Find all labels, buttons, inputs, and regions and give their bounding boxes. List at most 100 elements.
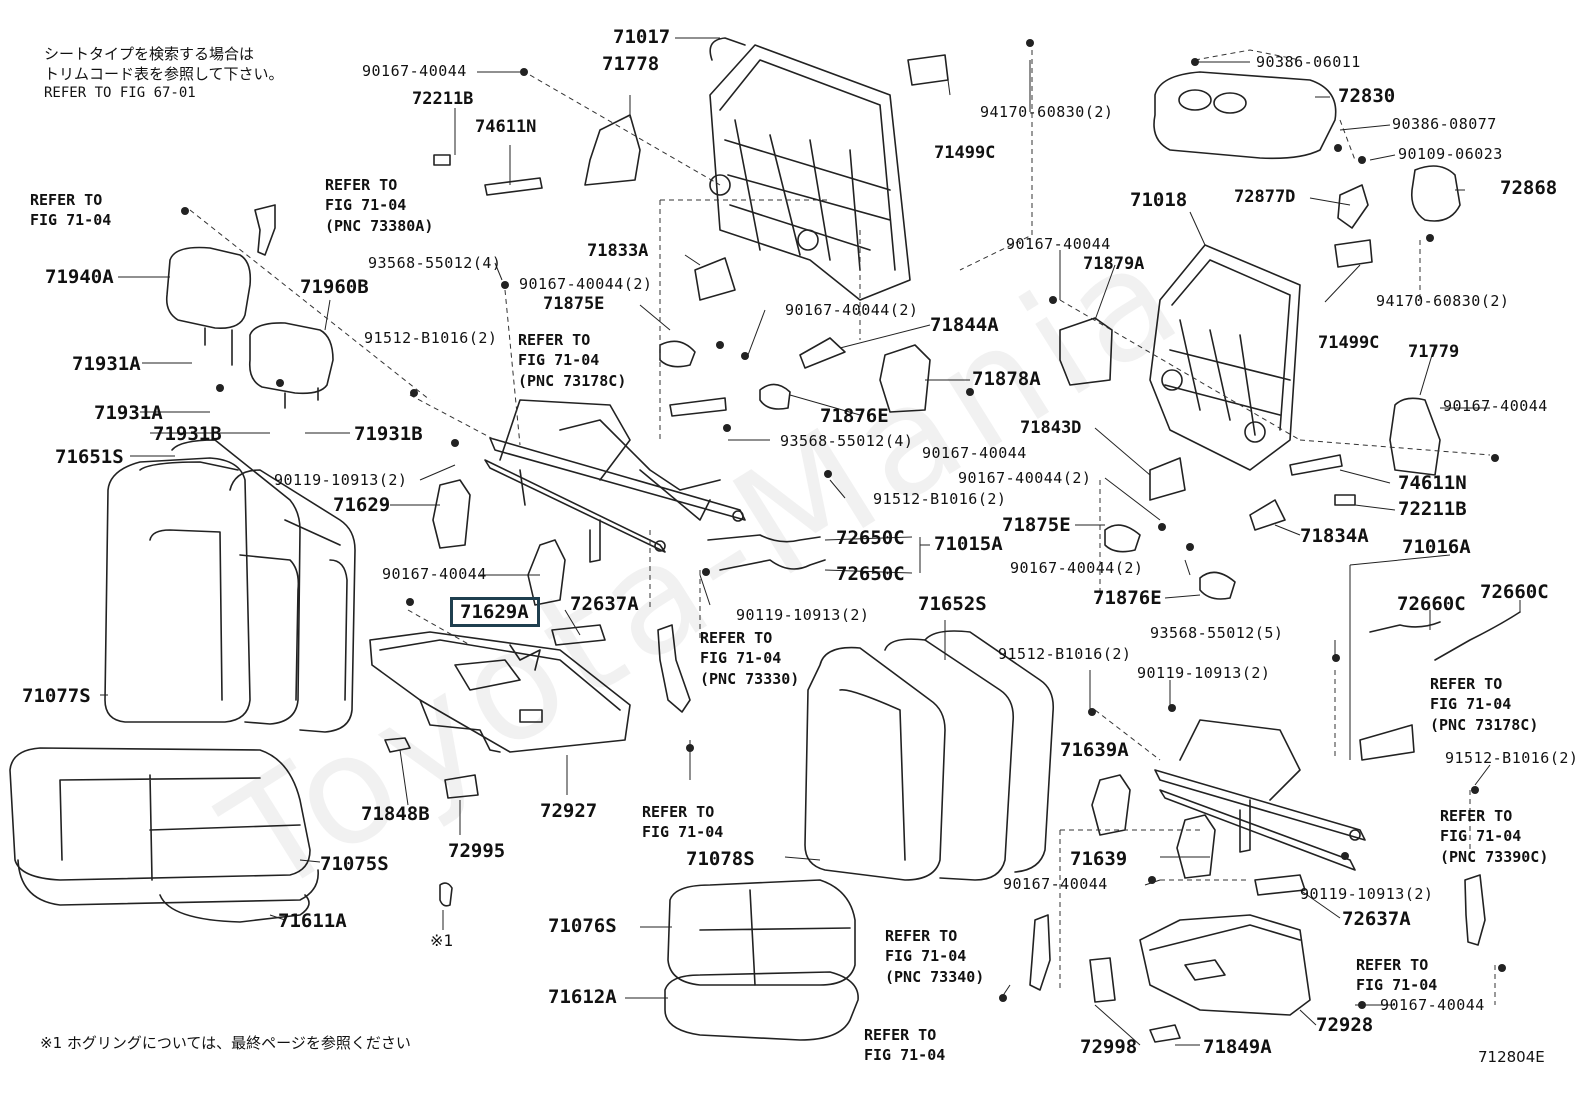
- refer-to-4-line-3: (PNC 73330): [700, 669, 800, 688]
- part-91512-b1016-d[interactable]: 91512-B1016(2): [1445, 749, 1579, 767]
- part-90167-40044-b[interactable]: 90167-40044(2): [519, 275, 653, 293]
- part-72998[interactable]: 72998: [1080, 1036, 1138, 1058]
- part-71876e-a[interactable]: 71876E: [820, 405, 889, 427]
- part-71931b-b[interactable]: 71931B: [354, 423, 423, 445]
- refer-to-10[interactable]: REFER TO FIG 71-04: [1356, 955, 1437, 996]
- part-71940a[interactable]: 71940A: [45, 266, 114, 288]
- part-72660c-a[interactable]: 72660C: [1397, 593, 1466, 615]
- part-90386-06011[interactable]: 90386-06011: [1256, 53, 1361, 71]
- part-90167-40044-k[interactable]: 90167-40044: [1380, 996, 1485, 1014]
- hog-ring: [439, 882, 453, 907]
- part-90119-10913-c[interactable]: 90119-10913(2): [1137, 664, 1271, 682]
- part-71077s[interactable]: 71077S: [22, 685, 91, 707]
- refer-to-6[interactable]: REFER TO FIG 71-04 (PNC 73340): [885, 926, 984, 987]
- part-90119-10913-d[interactable]: 90119-10913(2): [1300, 885, 1434, 903]
- part-71833a[interactable]: 71833A: [587, 241, 649, 261]
- part-71879a[interactable]: 71879A: [1083, 254, 1145, 274]
- part-72211b-b[interactable]: 72211B: [1398, 498, 1467, 520]
- part-71076s[interactable]: 71076S: [548, 915, 617, 937]
- part-90167-40044-e[interactable]: 90167-40044: [1006, 235, 1111, 253]
- part-91512-b1016-b[interactable]: 91512-B1016(2): [873, 490, 1007, 508]
- part-71018[interactable]: 71018: [1130, 189, 1188, 211]
- part-71629a[interactable]: 71629A: [460, 601, 529, 623]
- part-71931b-a[interactable]: 71931B: [153, 423, 222, 445]
- part-90119-10913-b[interactable]: 90119-10913(2): [736, 606, 870, 624]
- hinge-71844a: [799, 337, 846, 369]
- part-72637a-b[interactable]: 72637A: [1342, 908, 1411, 930]
- part-71876e-b[interactable]: 71876E: [1093, 587, 1162, 609]
- part-71878a[interactable]: 71878A: [972, 368, 1041, 390]
- part-90167-40044-j[interactable]: 90167-40044: [1003, 875, 1108, 893]
- part-71849a[interactable]: 71849A: [1203, 1036, 1272, 1058]
- refer-to-5[interactable]: REFER TO FIG 71-04: [642, 802, 723, 843]
- part-90167-40044-d[interactable]: 90167-40044: [922, 444, 1027, 462]
- part-71875e-b[interactable]: 71875E: [1002, 514, 1071, 536]
- part-71499c-b[interactable]: 71499C: [1318, 333, 1380, 353]
- part-90167-40044-i[interactable]: 90167-40044: [382, 565, 487, 583]
- part-71612a[interactable]: 71612A: [548, 986, 617, 1008]
- part-71016a[interactable]: 71016A: [1402, 536, 1471, 558]
- part-94170-60830-b[interactable]: 94170-60830(2): [1376, 292, 1510, 310]
- cover-71639a: [1091, 774, 1131, 836]
- part-71611a[interactable]: 71611A: [278, 910, 347, 932]
- part-72660c-b[interactable]: 72660C: [1480, 581, 1549, 603]
- part-74611n-b[interactable]: 74611N: [1398, 472, 1467, 494]
- part-72650c-a[interactable]: 72650C: [836, 527, 905, 549]
- part-71652s[interactable]: 71652S: [918, 593, 987, 615]
- refer-to-1[interactable]: REFER TO FIG 71-04: [30, 190, 111, 231]
- part-90119-10913-a[interactable]: 90119-10913(2): [274, 471, 408, 489]
- part-72830[interactable]: 72830: [1338, 85, 1396, 107]
- part-93568-55012-a[interactable]: 93568-55012(4): [368, 254, 502, 272]
- part-71931a-b[interactable]: 71931A: [94, 402, 163, 424]
- part-72995[interactable]: 72995: [448, 840, 506, 862]
- part-71651s[interactable]: 71651S: [55, 446, 124, 468]
- cover-72868: [1410, 165, 1461, 222]
- part-90386-08077[interactable]: 90386-08077: [1392, 115, 1497, 133]
- refer-to-8[interactable]: REFER TO FIG 71-04 (PNC 73178C): [1430, 674, 1538, 735]
- hinge-71834a: [1249, 499, 1286, 531]
- part-93568-55012-c[interactable]: 93568-55012(5): [1150, 624, 1284, 642]
- part-72650c-b[interactable]: 72650C: [836, 563, 905, 585]
- refer-to-9[interactable]: REFER TO FIG 71-04 (PNC 73390C): [1440, 806, 1548, 867]
- refer-to-7[interactable]: REFER TO FIG 71-04: [864, 1025, 945, 1066]
- part-71834a[interactable]: 71834A: [1300, 525, 1369, 547]
- part-71075s[interactable]: 71075S: [320, 853, 389, 875]
- part-74611n-a[interactable]: 74611N: [475, 117, 537, 137]
- part-72637a-a[interactable]: 72637A: [570, 593, 639, 615]
- refer-to-2[interactable]: REFER TO FIG 71-04 (PNC 73380A): [325, 175, 433, 236]
- part-90167-40044-g[interactable]: 90167-40044(2): [958, 469, 1092, 487]
- part-71639a[interactable]: 71639A: [1060, 739, 1129, 761]
- part-71844a[interactable]: 71844A: [930, 314, 999, 336]
- part-94170-60830-a[interactable]: 94170-60830(2): [980, 103, 1114, 121]
- part-71078s[interactable]: 71078S: [686, 848, 755, 870]
- part-72928[interactable]: 72928: [1316, 1014, 1374, 1036]
- part-90167-40044-c[interactable]: 90167-40044(2): [785, 301, 919, 319]
- part-71015a[interactable]: 71015A: [934, 533, 1003, 555]
- part-90167-40044-h[interactable]: 90167-40044(2): [1010, 559, 1144, 577]
- part-71960b[interactable]: 71960B: [300, 276, 369, 298]
- part-71629[interactable]: 71629: [333, 494, 391, 516]
- part-71931a-a[interactable]: 71931A: [72, 353, 141, 375]
- part-71499c-a[interactable]: 71499C: [934, 143, 996, 163]
- part-93568-55012-b[interactable]: 93568-55012(4): [780, 432, 914, 450]
- part-90109-06023[interactable]: 90109-06023: [1398, 145, 1503, 163]
- part-71848b[interactable]: 71848B: [361, 803, 430, 825]
- part-90167-40044-f[interactable]: 90167-40044: [1443, 397, 1548, 415]
- part-91512-b1016-c[interactable]: 91512-B1016(2): [998, 645, 1132, 663]
- part-91512-b1016-a[interactable]: 91512-B1016(2): [364, 329, 498, 347]
- refer-to-4-line-2: FIG 71-04: [700, 649, 782, 668]
- part-72877d[interactable]: 72877D: [1234, 187, 1296, 207]
- part-72868[interactable]: 72868: [1500, 177, 1558, 199]
- part-72927[interactable]: 72927: [540, 800, 598, 822]
- refer-to-3[interactable]: REFER TO FIG 71-04 (PNC 73178C): [518, 330, 626, 391]
- part-71017[interactable]: 71017: [613, 26, 671, 48]
- part-71639[interactable]: 71639: [1070, 848, 1128, 870]
- part-71843d[interactable]: 71843D: [1020, 418, 1082, 438]
- part-90167-40044-a[interactable]: 90167-40044: [362, 62, 467, 80]
- refer-to-4[interactable]: REFER TO FIG 71-04 (PNC 73330): [700, 628, 799, 689]
- clip-72211b-b: [1334, 494, 1356, 506]
- part-71778[interactable]: 71778: [602, 53, 660, 75]
- part-71779[interactable]: 71779: [1408, 342, 1460, 362]
- part-72211b-a[interactable]: 72211B: [412, 89, 474, 109]
- part-71875e-a[interactable]: 71875E: [543, 294, 605, 314]
